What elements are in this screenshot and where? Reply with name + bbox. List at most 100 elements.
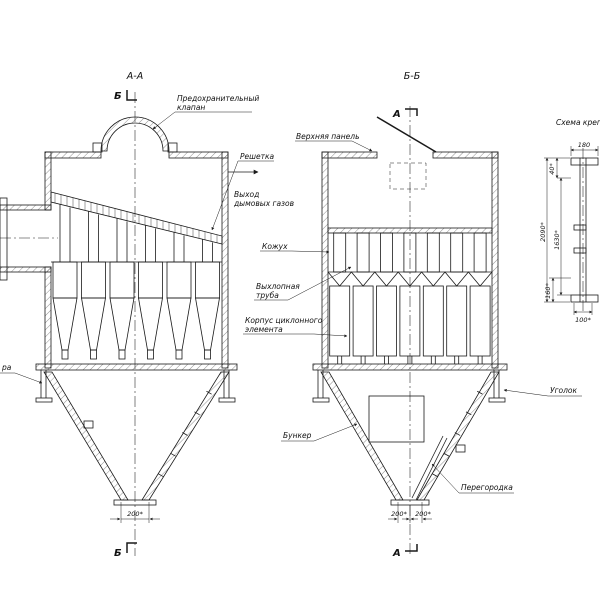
cyclone-body [138, 261, 163, 299]
section-marker-a-bottom-bracket [405, 544, 418, 552]
label-hopper: Бункер [283, 431, 312, 440]
hopper-wall-left [320, 371, 404, 501]
hopper-fitting [83, 420, 94, 429]
cyclone-body [469, 285, 491, 357]
dim-hopper-right-2: 200* [415, 510, 431, 518]
cyclone-outlet-stub [61, 349, 69, 360]
bottom-flange-band [312, 363, 508, 371]
label-exhaust-pipe-2: труба [256, 291, 279, 300]
cyclone-outlet-stub [147, 349, 154, 360]
section-marker-a-top: А [392, 109, 401, 120]
wall-tick [443, 452, 450, 457]
leader-line [14, 372, 43, 384]
wall-tick [206, 390, 212, 395]
cyclone-elements-section-a [52, 204, 220, 360]
section-marker-a-top-bracket [405, 108, 418, 116]
dim-2090: 2090* [539, 221, 547, 242]
leader-line [351, 140, 373, 152]
exhaust-tube [426, 232, 440, 273]
dim-hopper-right-1: 200* [391, 510, 407, 518]
partition-line [415, 437, 448, 501]
left-wall [321, 151, 329, 369]
dim-hopper-left: 200* [127, 510, 143, 518]
dim-160: 160* [544, 282, 552, 298]
right-wall [221, 151, 229, 369]
label-casing: Кожух [262, 242, 288, 251]
dim-1630: 1630* [553, 229, 561, 250]
cyclone-outlet-stub [90, 349, 97, 360]
distribution-grid [50, 191, 223, 245]
cyclone-outlet-stub [204, 349, 211, 360]
hopper-access-box [368, 395, 425, 443]
leg-foot [35, 397, 53, 403]
label-partition: Перегородка [461, 483, 513, 492]
inlet-duct-bottom-wall [0, 266, 52, 273]
section-b-view: 200* 200* [158, 106, 508, 556]
label-safety-valve-2: клапан [177, 103, 205, 112]
leader-line [287, 266, 352, 301]
detail-title: Схема крепления [556, 118, 600, 127]
leader-line [313, 423, 358, 442]
leader-line [313, 333, 348, 338]
wall-tick [432, 473, 438, 478]
dim-100: 100* [575, 316, 591, 324]
cyclone-cone [195, 297, 220, 351]
cyclone-body [446, 285, 468, 357]
wall-tick [454, 432, 461, 436]
leg-foot [312, 397, 330, 403]
label-corner: Уголок [550, 386, 577, 395]
exhaust-tube [403, 232, 417, 273]
top-wall-right-seg [432, 151, 499, 159]
dim-40: 40* [548, 162, 556, 174]
left-wall-lower [44, 266, 52, 369]
cyclone-cone [166, 297, 192, 351]
section-a-title: А-А [126, 71, 143, 82]
hopper-wall-ticks [158, 390, 483, 478]
section-marker-b-top-bracket [126, 90, 137, 101]
leg-foot [488, 397, 506, 403]
label-cyclone-body: Корпус циклонного [245, 316, 323, 325]
cyclone-body [422, 285, 444, 357]
wall-tick [182, 432, 188, 436]
top-wall-left-seg [321, 151, 378, 159]
leader-line [503, 388, 549, 397]
beam-mid-plate [573, 224, 587, 231]
cyclone-body [399, 285, 421, 357]
label-gas-outlet-2: дымовых газов [233, 199, 294, 208]
cyclone-body [376, 285, 397, 357]
leg-foot [218, 397, 236, 403]
cyclone-cone [81, 297, 106, 351]
cyclone-body [109, 261, 135, 299]
cyclone-outlet-stub [175, 349, 183, 360]
partition-line [411, 435, 444, 499]
hopper-wall-right [416, 371, 500, 501]
cyclone-body [166, 261, 192, 299]
hopper-fitting [455, 444, 466, 453]
hopper-wall-left [43, 371, 129, 501]
leader-line [291, 250, 330, 254]
inlet-duct-top-wall [0, 204, 52, 211]
wall-tick [194, 411, 200, 416]
section-a-view: 200* [0, 92, 238, 556]
leader-line [431, 463, 460, 494]
section-marker-b-bottom-bracket [126, 542, 137, 553]
section-marker-b-top: Б [114, 91, 122, 102]
label-grid: Решетка [240, 152, 275, 161]
label-safety-valve: Предохранительный [177, 94, 259, 103]
leader-line [211, 160, 239, 231]
cyclone-body [52, 261, 78, 299]
exhaust-tube [380, 232, 393, 273]
cyclone-cone [138, 297, 163, 351]
beam-mid-plate [573, 247, 587, 254]
cyclone-outlet-stub [118, 349, 126, 360]
wall-tick [477, 390, 483, 395]
cyclone-body [195, 261, 220, 299]
cyclone-cone [52, 297, 78, 351]
label-cyclone-body-2: элемента [245, 325, 283, 334]
top-wall-left-seg [44, 151, 102, 159]
mounting-detail: Схема крепления 180 2090* 1630* 40* 160* [539, 118, 600, 324]
cyclone-body [329, 285, 351, 357]
leader-line [152, 111, 176, 130]
dim-180: 180 [578, 141, 590, 149]
